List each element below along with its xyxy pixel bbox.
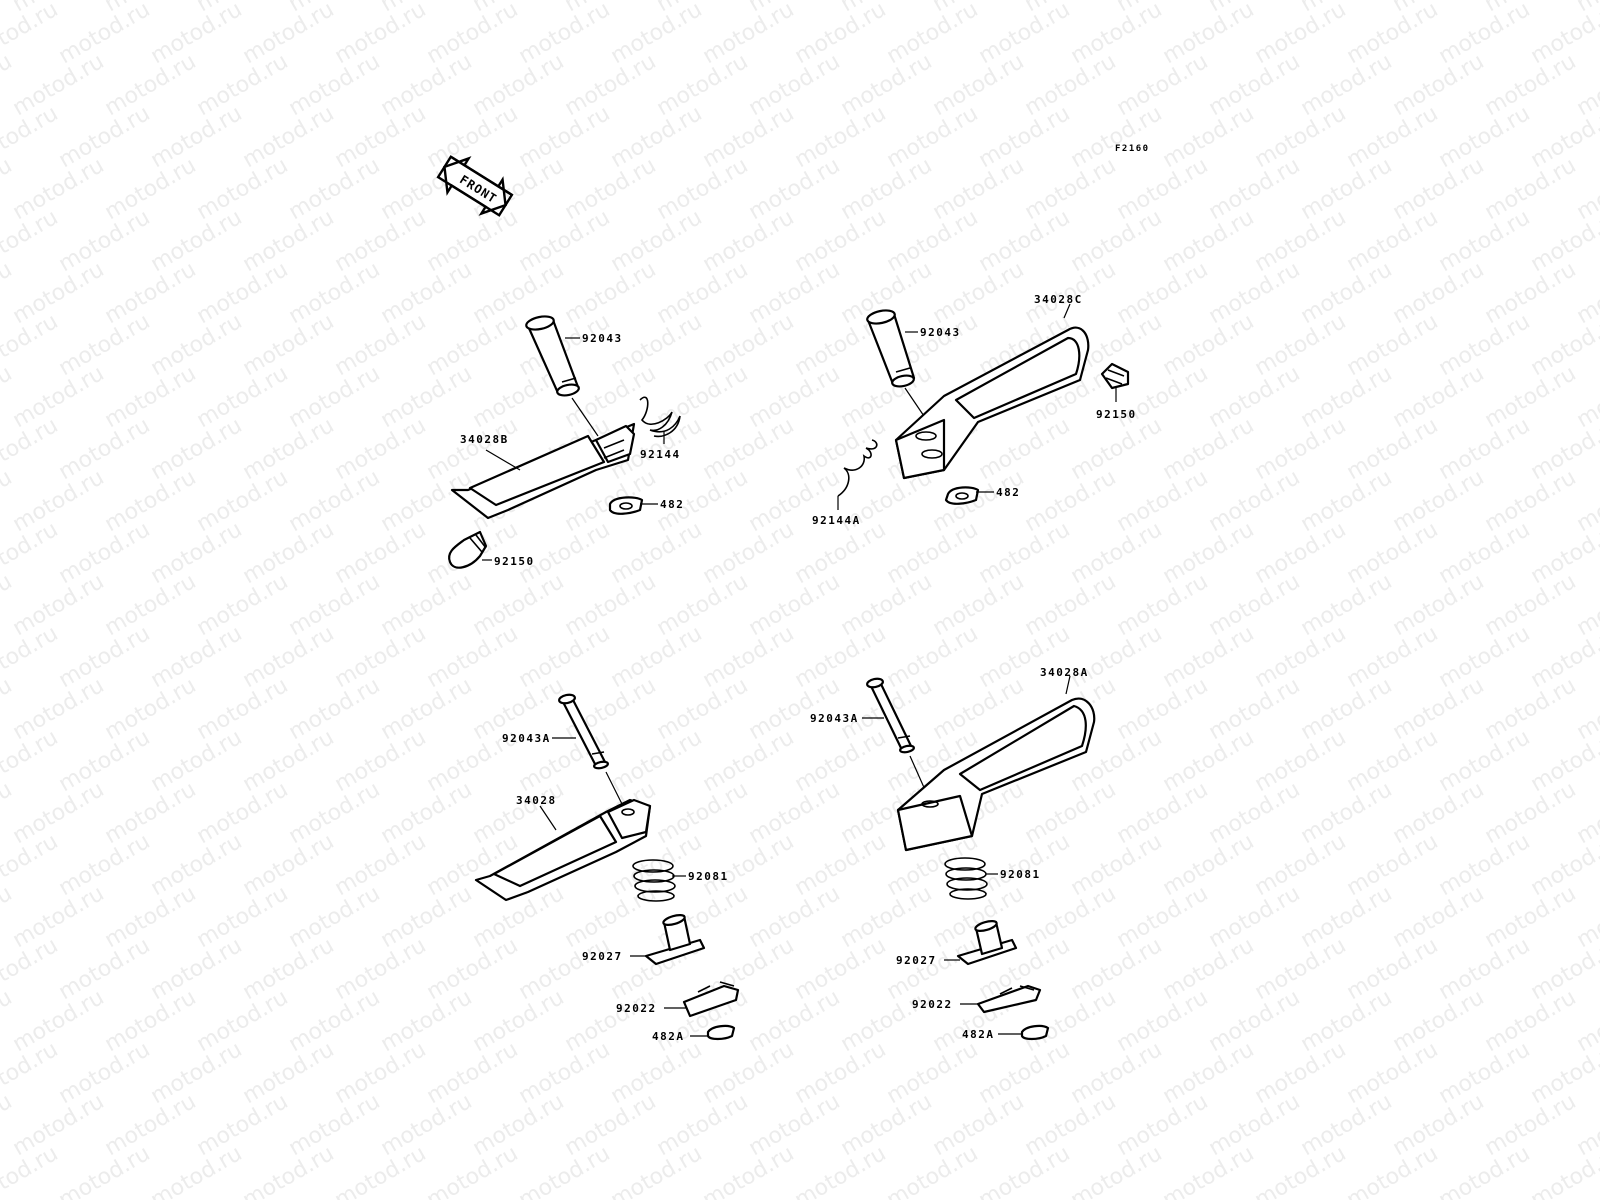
footrest-34028A-icon bbox=[896, 697, 1096, 852]
label-92144A: 92144A bbox=[812, 514, 861, 527]
footrest-34028B-icon bbox=[450, 422, 636, 520]
clip-482A-icon bbox=[1020, 1024, 1050, 1041]
plate-92027-icon bbox=[956, 920, 1018, 966]
label-92150-tr: 92150 bbox=[1096, 408, 1137, 421]
spring-92144-icon bbox=[639, 396, 681, 438]
assembly-top-left: 92043 92144 34028B 482 92150 bbox=[448, 315, 684, 569]
label-92081-bl: 92081 bbox=[688, 870, 729, 883]
label-34028B: 34028B bbox=[460, 433, 509, 446]
assembly-bottom-left: 92043A 34028 92081 92027 92022 482A bbox=[474, 693, 740, 1043]
label-482-tl: 482 bbox=[660, 498, 684, 511]
pin-92043A-icon bbox=[866, 677, 915, 754]
label-92043-tr: 92043 bbox=[920, 326, 961, 339]
label-92043A-br: 92043A bbox=[810, 712, 859, 725]
label-92027-br: 92027 bbox=[896, 954, 937, 967]
label-92150-tl: 92150 bbox=[494, 555, 535, 568]
clip-482A-icon bbox=[706, 1024, 736, 1041]
label-92022-bl: 92022 bbox=[616, 1002, 657, 1015]
label-34028C: 34028C bbox=[1034, 293, 1083, 306]
footrest-34028C-icon bbox=[894, 326, 1090, 480]
assembly-top-right: 34028C 92043 92150 92144A 482 bbox=[812, 293, 1137, 527]
assembly-bottom-right: 34028A 92043A 92081 92027 92022 482A bbox=[810, 666, 1096, 1041]
pin-92043-icon bbox=[866, 309, 916, 388]
diagram-code: F2160 bbox=[1115, 144, 1150, 154]
lever-92022-icon bbox=[682, 981, 740, 1018]
rubber-stopper-92150-icon bbox=[448, 530, 488, 569]
label-92043A-bl: 92043A bbox=[502, 732, 551, 745]
label-92022-br: 92022 bbox=[912, 998, 953, 1011]
label-482A-bl: 482A bbox=[652, 1030, 685, 1043]
label-92144: 92144 bbox=[640, 448, 681, 461]
label-482-tr: 482 bbox=[996, 486, 1020, 499]
label-34028A: 34028A bbox=[1040, 666, 1089, 679]
label-34028: 34028 bbox=[516, 794, 557, 807]
spring-92081-icon bbox=[944, 857, 988, 900]
spring-92144A-icon bbox=[837, 439, 878, 497]
footrest-34028-icon bbox=[474, 798, 652, 902]
lever-92022-icon bbox=[976, 984, 1042, 1014]
clip-482-icon bbox=[608, 496, 644, 515]
front-arrow-icon: FRONT bbox=[436, 155, 514, 217]
rubber-stopper-92150-icon bbox=[1100, 362, 1130, 390]
plate-92027-icon bbox=[644, 914, 706, 966]
label-482A-br: 482A bbox=[962, 1028, 995, 1041]
spring-92081-icon bbox=[632, 859, 676, 902]
clip-482-icon bbox=[944, 486, 980, 505]
label-92043: 92043 bbox=[582, 332, 623, 345]
pin-92043A-icon bbox=[558, 693, 609, 770]
label-92081-br: 92081 bbox=[1000, 868, 1041, 881]
pin-92043-icon bbox=[525, 315, 580, 397]
label-92027-bl: 92027 bbox=[582, 950, 623, 963]
